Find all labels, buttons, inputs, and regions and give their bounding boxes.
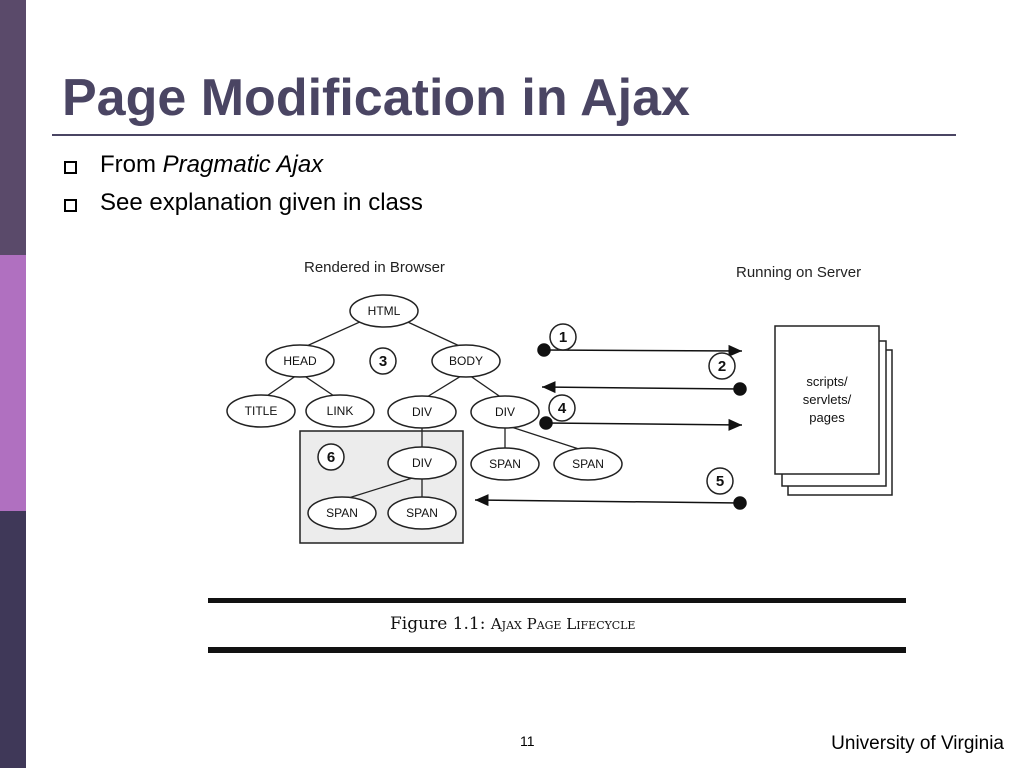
server-text-line: scripts/ (806, 374, 848, 389)
node-div (387, 446, 457, 480)
sidebar-stripe-top (0, 0, 26, 255)
slide-title: Page Modification in Ajax (62, 69, 690, 127)
square-bullet-icon (64, 161, 77, 174)
node-span (387, 496, 457, 530)
step-6-badge (317, 443, 345, 471)
node-title (226, 394, 296, 428)
bullet-item: See explanation given in class (62, 188, 423, 226)
figure-caption: Figure 1.1: Ajax Page Lifecycle (390, 614, 635, 634)
node-body-label: BODY (449, 354, 483, 368)
step-4-label: 4 (558, 400, 567, 417)
server-text-line: pages (809, 410, 845, 425)
node-span-label: SPAN (326, 506, 358, 520)
node-html-label: HTML (368, 304, 401, 318)
square-bullet-icon (64, 199, 77, 212)
server-pages-stack (774, 325, 893, 496)
node-span (553, 447, 623, 481)
request-arrows (474, 343, 747, 510)
node-head (265, 344, 335, 378)
footer-organization: University of Virginia (831, 733, 1004, 754)
caption-rule-top (208, 598, 906, 603)
step-1-badge (549, 323, 577, 351)
node-span-label: SPAN (572, 457, 604, 471)
sidebar-stripe-bottom (0, 511, 26, 768)
server-label: Running on Server (736, 264, 861, 281)
step-3-badge (369, 347, 397, 375)
step-4-badge (548, 394, 576, 422)
node-div-label: DIV (412, 456, 432, 470)
step-2-label: 2 (718, 358, 726, 375)
step-3-label: 3 (379, 353, 387, 370)
step-5-label: 5 (716, 473, 724, 490)
caption-rule-bottom (208, 647, 906, 653)
bullet-emphasis: Pragmatic Ajax (162, 151, 324, 178)
node-link (305, 394, 375, 428)
bullet-item: From Pragmatic Ajax (62, 150, 423, 188)
node-div (470, 395, 540, 429)
title-divider (52, 134, 956, 136)
ajax-lifecycle-figure: Rendered in Browser Running on Server HT… (208, 259, 906, 653)
node-head-label: HEAD (283, 354, 317, 368)
node-div-label: DIV (495, 405, 515, 419)
node-span (307, 496, 377, 530)
node-body (431, 344, 501, 378)
browser-label: Rendered in Browser (304, 259, 445, 276)
step-2-badge (708, 352, 736, 380)
node-html (349, 294, 419, 328)
bullet-list: From Pragmatic Ajax See explanation give… (62, 150, 423, 226)
step-1-label: 1 (559, 329, 567, 346)
bullet-text: From (100, 151, 163, 178)
page-number: 11 (520, 733, 535, 749)
step-5-badge (706, 467, 734, 495)
node-span-label: SPAN (489, 457, 521, 471)
node-span-label: SPAN (406, 506, 438, 520)
node-div-label: DIV (412, 405, 432, 419)
bullet-text: See explanation given in class (100, 189, 423, 216)
node-link-label: LINK (327, 404, 354, 418)
server-text-line: servlets/ (803, 392, 852, 407)
step-6-label: 6 (327, 449, 335, 466)
sidebar-stripe-middle (0, 255, 26, 511)
node-span (470, 447, 540, 481)
node-title-label: TITLE (245, 404, 278, 418)
node-div (387, 395, 457, 429)
